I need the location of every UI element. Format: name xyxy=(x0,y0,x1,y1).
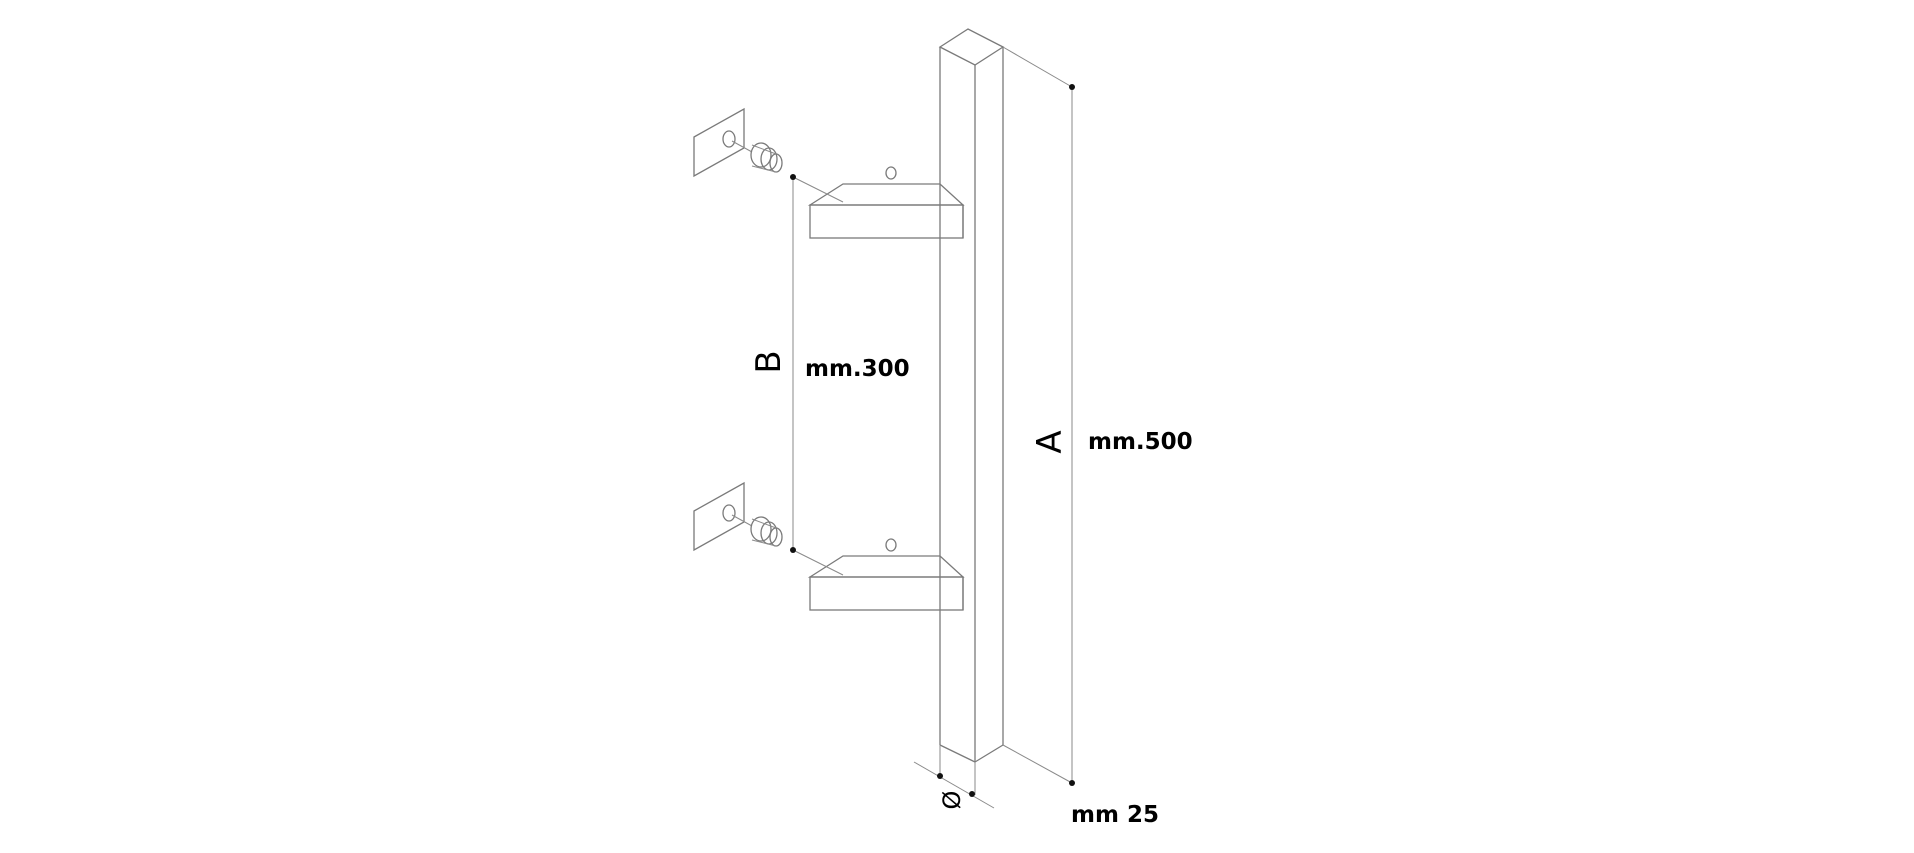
lower-screw xyxy=(750,516,783,547)
b-value-label: mm.300 xyxy=(805,356,910,382)
dimension-b xyxy=(790,174,844,576)
lower-mounting-plate xyxy=(693,481,753,552)
diameter-symbol-label: Ø xyxy=(938,791,966,810)
dimension-a xyxy=(1002,46,1075,786)
upper-standoff xyxy=(807,166,965,239)
a-value-label: mm.500 xyxy=(1088,429,1193,455)
a-letter-label: A xyxy=(1030,430,1070,453)
dimension-diameter xyxy=(913,745,995,809)
lower-standoff xyxy=(807,538,965,611)
upper-mounting-plate xyxy=(693,107,753,178)
upper-screw xyxy=(750,142,783,173)
diameter-value-label: mm 25 xyxy=(1071,802,1159,828)
b-letter-label: B xyxy=(749,350,789,373)
main-bar xyxy=(938,28,1005,763)
